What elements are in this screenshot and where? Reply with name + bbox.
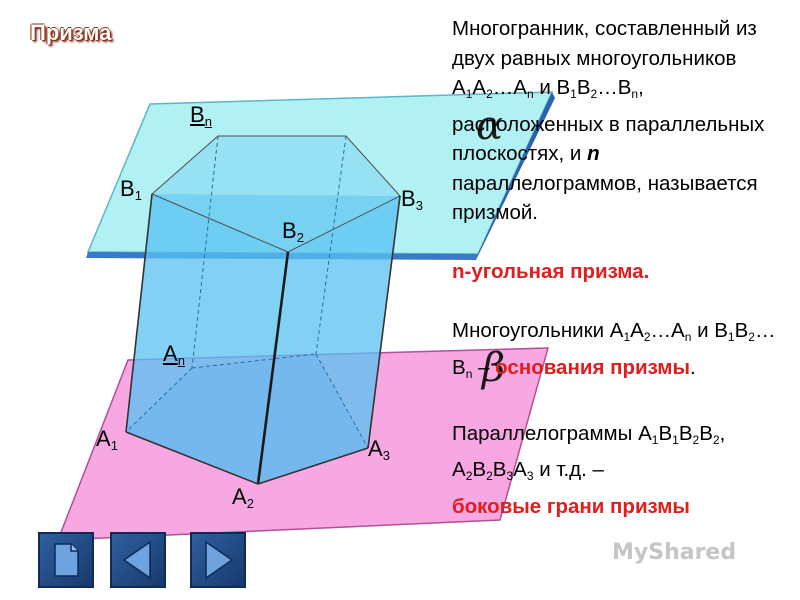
lateral-faces-paragraph: Параллелограммы A1B1B2B2, A2B2B3A3 и т.д… <box>452 421 726 518</box>
bottom-base <box>126 354 368 484</box>
arrow-right-icon <box>205 540 234 580</box>
slide-title: Призма <box>30 20 112 45</box>
vertex-label-A2: A2 <box>232 484 254 512</box>
bases-term: основания призмы <box>495 355 690 379</box>
definition-paragraph: Многогранник, составленный из двух равны… <box>452 17 765 224</box>
plane-label-alpha: α <box>476 103 504 149</box>
next-slide-button[interactable] <box>190 532 246 588</box>
bases-paragraph: Многоугольники A1A2…An и B1B2…Bn – основ… <box>452 319 776 381</box>
arrow-left-icon <box>122 540 151 580</box>
top-base <box>151 135 401 253</box>
visible-edges <box>125 193 401 485</box>
vertex-label-A3: A3 <box>368 436 390 464</box>
watermark: MyShared <box>612 540 737 565</box>
vertex-label-An: An <box>163 341 185 369</box>
vertex-label-A1: A1 <box>96 426 118 454</box>
vertex-label-B1: B1 <box>120 176 142 204</box>
vertex-label-Bn: Bn <box>190 102 212 130</box>
vertex-label-B3: B3 <box>401 186 423 214</box>
home-button[interactable] <box>38 532 94 588</box>
hidden-edges <box>125 135 369 449</box>
ngon-prism-heading: n-угольная призма. <box>452 260 650 283</box>
lateral-faces-term: боковые грани призмы <box>452 494 690 518</box>
vertex-label-B2: B2 <box>282 218 304 246</box>
home-icon <box>54 543 79 577</box>
plane-label-beta: β <box>482 345 506 391</box>
definition-text: Многогранник, составленный из двух равны… <box>452 14 792 521</box>
prev-slide-button[interactable] <box>110 532 166 588</box>
upper-plane-side <box>476 92 555 260</box>
